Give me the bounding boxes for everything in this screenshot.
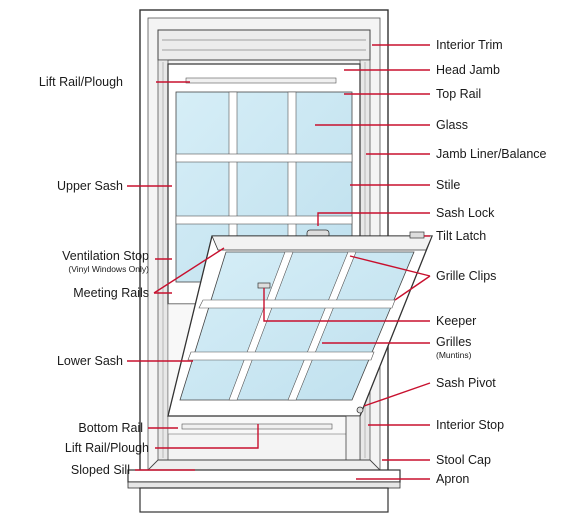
label-interior-trim: Interior Trim bbox=[436, 38, 503, 52]
leader-sash-pivot bbox=[363, 382, 431, 407]
label-head-jamb: Head Jamb bbox=[436, 63, 500, 77]
label-sash-pivot: Sash Pivot bbox=[436, 376, 496, 390]
label-grilles-note: (Muntins) bbox=[436, 350, 472, 360]
leader-grille-clip-1 bbox=[349, 255, 431, 277]
label-upper-sash: Upper Sash bbox=[56, 179, 123, 193]
leader-grille-clip-2 bbox=[394, 275, 431, 301]
leader-lift-rail-bottom bbox=[155, 424, 259, 449]
label-top-rail: Top Rail bbox=[436, 87, 482, 101]
lower-sash bbox=[167, 231, 433, 430]
leader-keeper bbox=[263, 288, 430, 322]
label-apron: Apron bbox=[436, 472, 470, 486]
label-stile: Stile bbox=[436, 178, 461, 192]
label-interior-stop: Interior Stop bbox=[436, 418, 505, 432]
label-keeper: Keeper bbox=[436, 314, 477, 328]
leader-sash-lock bbox=[317, 212, 430, 226]
label-lift-rail-plough-bottom: Lift Rail/Plough bbox=[64, 441, 149, 455]
leader-meeting-rail-1 bbox=[153, 247, 225, 294]
label-lower-sash: Lower Sash bbox=[56, 354, 123, 368]
label-ventilation-stop: Ventilation Stop bbox=[62, 249, 149, 263]
label-grille-clips: Grille Clips bbox=[436, 269, 497, 283]
stool-cap bbox=[127, 469, 401, 489]
label-stool-cap: Stool Cap bbox=[436, 453, 491, 467]
leader-lines bbox=[127, 44, 431, 480]
label-sash-lock: Sash Lock bbox=[436, 206, 495, 220]
label-jamb-liner-balance: Jamb Liner/Balance bbox=[436, 147, 547, 161]
label-sloped-sill: Sloped Sill bbox=[70, 463, 130, 477]
label-grilles: Grilles bbox=[436, 335, 472, 349]
label-tilt-latch: Tilt Latch bbox=[436, 229, 487, 243]
head-jamb bbox=[157, 29, 371, 61]
label-bottom-rail: Bottom Rail bbox=[78, 421, 143, 435]
label-lift-rail-plough-top: Lift Rail/Plough bbox=[38, 75, 123, 89]
apron bbox=[139, 487, 389, 513]
label-ventilation-stop-note: (Vinyl Windows Only) bbox=[68, 264, 149, 274]
sloped-sill bbox=[146, 459, 382, 471]
label-meeting-rails: Meeting Rails bbox=[73, 286, 149, 300]
label-glass: Glass bbox=[436, 118, 468, 132]
interior-stop bbox=[345, 415, 361, 461]
